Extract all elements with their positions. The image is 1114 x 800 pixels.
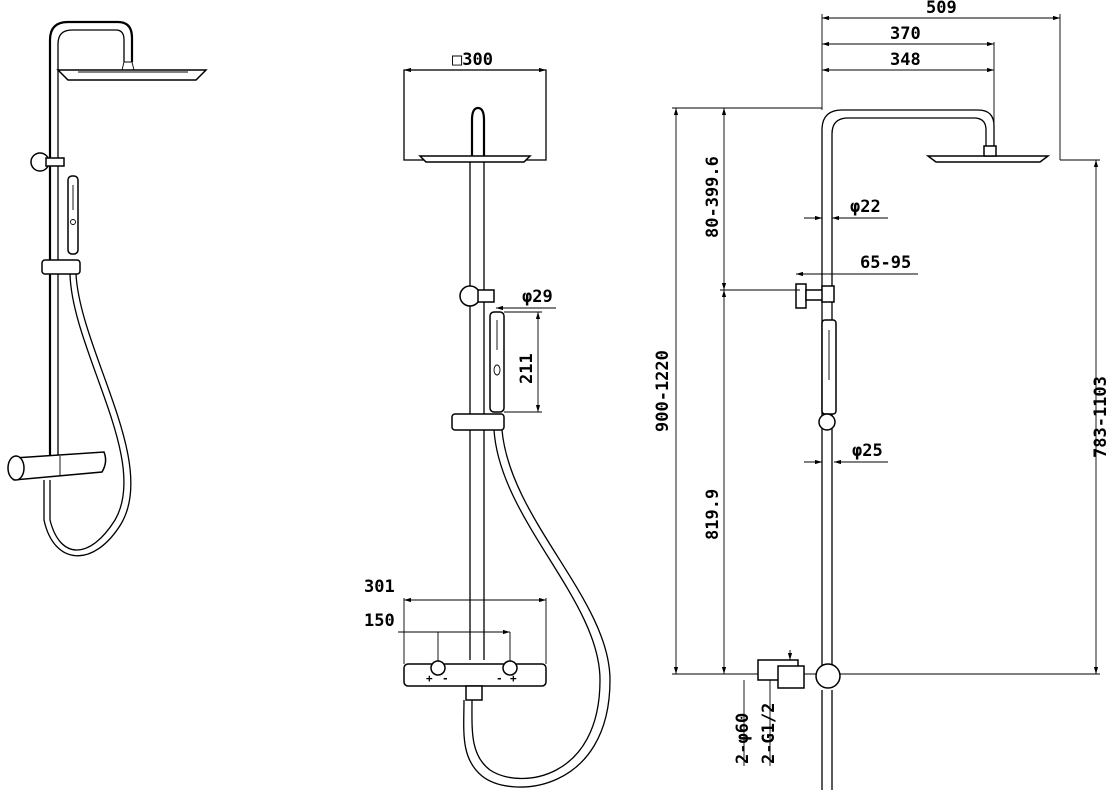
riser-diameter-label: φ22 <box>850 197 881 217</box>
front-mixer-body: + - - + <box>403 660 547 701</box>
front-hose <box>463 429 611 788</box>
slide-holder <box>41 259 81 275</box>
front-bracket <box>459 285 495 307</box>
holder-offset-label: 65-95 <box>860 253 911 273</box>
front-slide-holder <box>451 413 505 431</box>
hand-length-label: 211 <box>517 353 537 384</box>
front-riser-pipe <box>469 162 485 660</box>
perspective-view <box>7 20 208 557</box>
head-height-label: 783-1103 <box>1091 376 1111 458</box>
side-view: 509 370 348 φ22 65-95 <box>653 0 1111 790</box>
body-width-label: 301 <box>364 577 395 597</box>
pipe-diameter-label: φ25 <box>852 441 883 461</box>
side-rain-head <box>925 145 1051 163</box>
shower-hose <box>43 273 132 557</box>
mark-1: + <box>426 672 433 685</box>
holder-height-label: 819.9 <box>703 489 723 540</box>
inlet-distance-label: 150 <box>364 611 395 631</box>
mark-3: - <box>496 672 503 685</box>
side-mixer-body <box>757 650 841 790</box>
upper-range-label: 80-399.6 <box>703 156 723 238</box>
inlet-thread-label: 2-G1/2 <box>759 703 779 764</box>
side-shower-arm <box>821 109 995 680</box>
front-rain-head <box>403 69 547 163</box>
mark-2: - <box>442 672 449 685</box>
side-hand-shower <box>818 319 837 431</box>
arm-length-label: 370 <box>890 24 921 44</box>
rain-shower-arm <box>48 20 134 460</box>
thermostatic-mixer <box>7 451 107 481</box>
total-height-label: 900-1220 <box>653 350 673 432</box>
outer-width-label: 509 <box>926 0 957 18</box>
mark-4: + <box>510 672 517 685</box>
front-hand-shower <box>489 311 505 413</box>
front-view: □300 φ29 211 <box>364 50 611 788</box>
wall-bracket <box>30 152 65 172</box>
hand-shower <box>67 175 79 255</box>
head-width-label: □300 <box>452 50 493 70</box>
hand-diameter-label: φ29 <box>522 287 553 307</box>
arm-reach-label: 348 <box>890 50 921 70</box>
inlet-diameter-label: 2-φ60 <box>733 713 753 764</box>
side-wall-bracket <box>795 283 835 309</box>
rain-shower-head <box>56 61 208 81</box>
